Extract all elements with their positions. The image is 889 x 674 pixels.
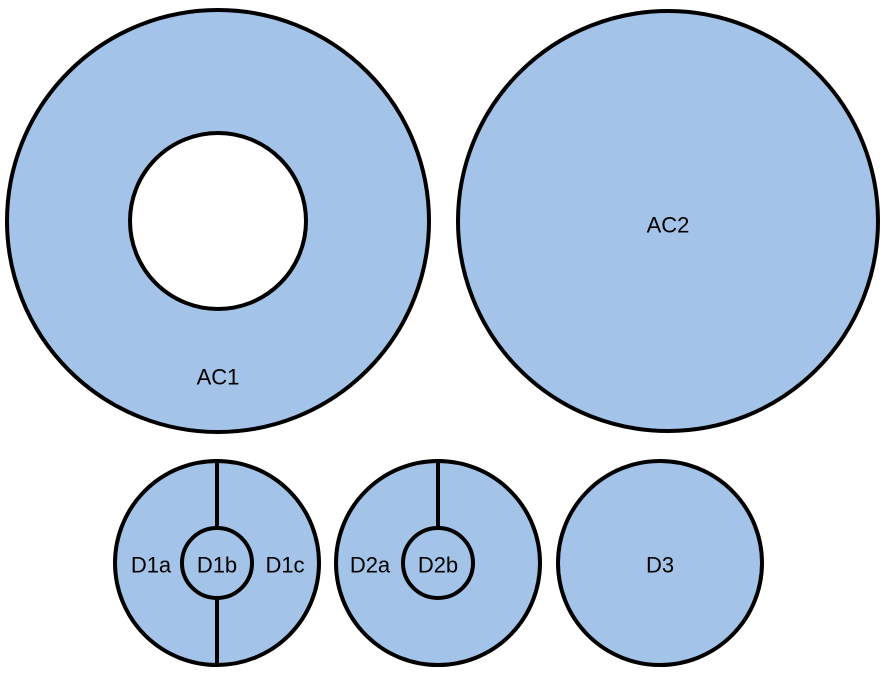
d2a-label: D2a (350, 553, 391, 578)
ac2-label: AC2 (647, 213, 690, 238)
d3-shape: D3 (556, 459, 764, 667)
d1c-label: D1c (265, 553, 304, 578)
d1a-label: D1a (131, 553, 172, 578)
d1b-label: D1b (197, 553, 237, 578)
ac2-circle (456, 9, 880, 433)
d2-shape: D2a D2b (334, 459, 542, 667)
d3-label: D3 (646, 553, 674, 578)
ac1-label: AC1 (197, 365, 240, 390)
ac1-shape: AC1 (5, 8, 431, 434)
ac1-inner-hole (128, 131, 308, 311)
d1-inner-circle (180, 526, 254, 600)
d2b-label: D2b (418, 553, 458, 578)
d1-shape: D1a D1b D1c (113, 459, 321, 667)
d3-circle (556, 459, 764, 667)
d2-inner-circle (401, 526, 475, 600)
ac2-shape: AC2 (456, 9, 880, 433)
